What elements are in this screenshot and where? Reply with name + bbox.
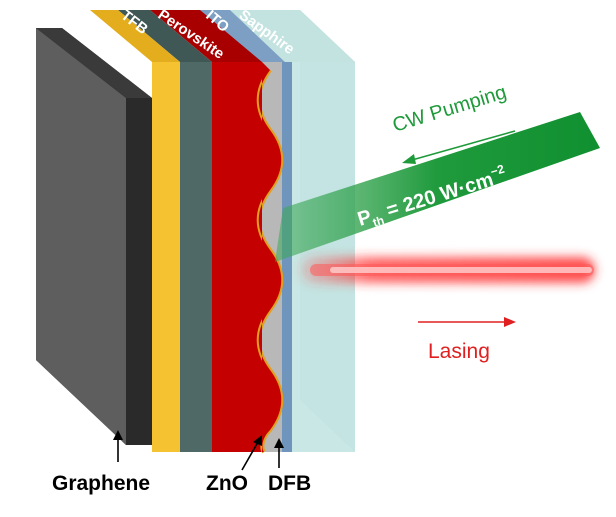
zno-label: ZnO [206, 472, 248, 495]
dfb-grating [256, 62, 284, 454]
perovskite-layer [150, 10, 262, 452]
bottom-pointers [113, 430, 284, 471]
cw-pumping-arrow-line [411, 130, 516, 161]
cw-pumping-label: CW Pumping [390, 81, 509, 136]
lasing-arrow-head [504, 317, 516, 327]
lasing-annotation: Lasing [418, 317, 516, 363]
dfb-label: DFB [268, 472, 311, 495]
graphene-layer [36, 28, 152, 445]
laser-beam [300, 257, 595, 283]
au-moo3-layer [90, 10, 180, 452]
tfb-layer [118, 10, 212, 452]
cw-pumping-arrow-head [402, 154, 416, 164]
lasing-label: Lasing [428, 340, 490, 363]
graphene-label: Graphene [52, 472, 150, 495]
